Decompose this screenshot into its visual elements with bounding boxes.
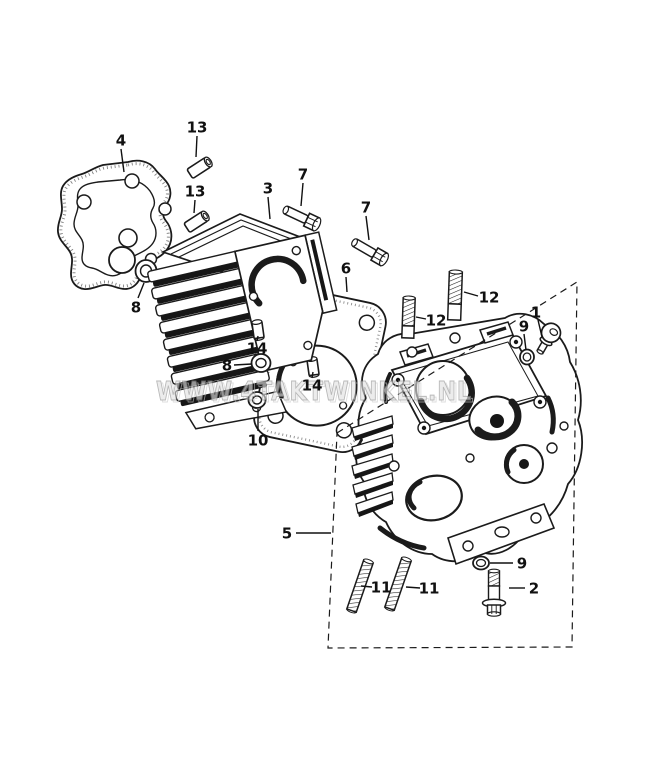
leader-line-7b: [365, 215, 370, 241]
callout-part-4: 4: [116, 132, 126, 173]
part-number-label-14b: 14: [302, 377, 323, 395]
callout-part-11b: 11: [405, 580, 440, 598]
svg-text:WWW.4TAKTWINKEL.NL: WWW.4TAKTWINKEL.NL: [156, 377, 472, 407]
part-11-stud-a: [345, 558, 375, 614]
callout-part-14b: 14: [302, 371, 323, 395]
callout-part-2: 2: [509, 580, 539, 598]
part-13-dowel-pin-b: [183, 210, 210, 233]
part-14-dowel-pin-a: [251, 319, 265, 341]
watermark: WWW.4TAKTWINKEL.NL WWW.4TAKTWINKEL.NL: [156, 377, 474, 410]
part-8-o-ring-b: [250, 353, 272, 373]
callout-part-13a: 13: [187, 119, 208, 158]
part-1-sealing-bolt: [536, 322, 562, 355]
callout-part-10: 10: [248, 409, 269, 450]
leader-line-13a: [195, 135, 198, 158]
part-4-side-cover-gasket: [56, 159, 173, 291]
part-5-boundary-box: [327, 280, 578, 649]
part-8-o-ring-a: [134, 259, 158, 283]
part-number-label-3: 3: [263, 180, 273, 198]
callout-part-12b: 12: [463, 289, 500, 307]
part-13-dowel-pin-a: [186, 156, 213, 179]
part-number-label-6: 6: [341, 260, 351, 278]
part-number-label-13a: 13: [187, 119, 208, 137]
leader-line-11b: [405, 586, 421, 589]
part-number-label-7b: 7: [361, 199, 371, 217]
cooling-fins: [147, 250, 270, 407]
part-number-label-11a: 11: [371, 579, 392, 597]
part-number-label-1: 1: [531, 304, 541, 322]
part-9-o-ring-b: [472, 555, 490, 571]
part-12-stud-b: [446, 269, 464, 321]
leader-line-12a: [415, 316, 427, 320]
callout-part-7b: 7: [361, 199, 371, 241]
leader-line-14b: [311, 371, 314, 379]
callout-part-9b: 9: [490, 555, 527, 573]
callout-part-1: 1: [531, 304, 543, 338]
leader-line-14a: [256, 335, 259, 342]
leader-line-6: [345, 276, 348, 293]
part-2-flange-bolt: [481, 568, 507, 617]
callout-part-13b: 13: [185, 183, 206, 214]
part-number-label-12a: 12: [426, 312, 447, 330]
callout-part-12a: 12: [415, 312, 447, 330]
part-number-label-8a: 8: [131, 299, 141, 317]
part-11-stud-b: [383, 556, 413, 612]
leader-line-8b: [233, 363, 253, 366]
part-12-stud-a: [401, 295, 416, 339]
leader-line-12b: [463, 291, 479, 297]
leader-line-1: [537, 319, 543, 338]
part-10-o-ring: [247, 391, 267, 409]
part-number-label-9b: 9: [517, 555, 527, 573]
callout-part-5: 5: [282, 525, 331, 543]
svg-text:WWW.4TAKTWINKEL.NL: WWW.4TAKTWINKEL.NL: [158, 379, 474, 409]
leader-line-7a: [300, 182, 304, 207]
leader-line-4: [120, 148, 125, 173]
callout-part-9a: 9: [519, 318, 529, 351]
leader-line-8a: [137, 282, 145, 299]
part-7-flange-bolt-a: [282, 205, 322, 232]
part-number-label-10: 10: [248, 432, 269, 450]
callout-part-7a: 7: [298, 166, 308, 207]
part-7-flange-bolt-b: [351, 238, 390, 267]
part-3-cylinder: [147, 213, 338, 430]
leader-line-13b: [193, 199, 196, 214]
callout-part-14a: 14: [247, 335, 268, 358]
part-9-o-ring-a: [519, 348, 535, 366]
callout-part-6: 6: [341, 260, 351, 293]
part-number-label-8b: 8: [222, 357, 232, 375]
callout-part-3: 3: [263, 180, 273, 220]
part-number-label-11b: 11: [419, 580, 440, 598]
part-number-label-14a: 14: [247, 340, 268, 358]
leader-line-9a: [523, 333, 527, 351]
part-5-cylinder-head: [351, 312, 583, 566]
leader-line-3: [267, 196, 271, 220]
head-fins: [351, 415, 394, 517]
leader-line-11a: [360, 585, 373, 588]
part-number-label-2: 2: [529, 580, 539, 598]
part-number-label-4: 4: [116, 132, 126, 150]
part-number-label-5: 5: [282, 525, 292, 543]
part-number-label-7a: 7: [298, 166, 308, 184]
callout-part-8b: 8: [222, 357, 253, 375]
callout-part-11a: 11: [360, 579, 392, 597]
part-number-label-12b: 12: [479, 289, 500, 307]
callout-part-8a: 8: [131, 282, 145, 317]
part-number-label-13b: 13: [185, 183, 206, 201]
part-number-label-9a: 9: [519, 318, 529, 336]
